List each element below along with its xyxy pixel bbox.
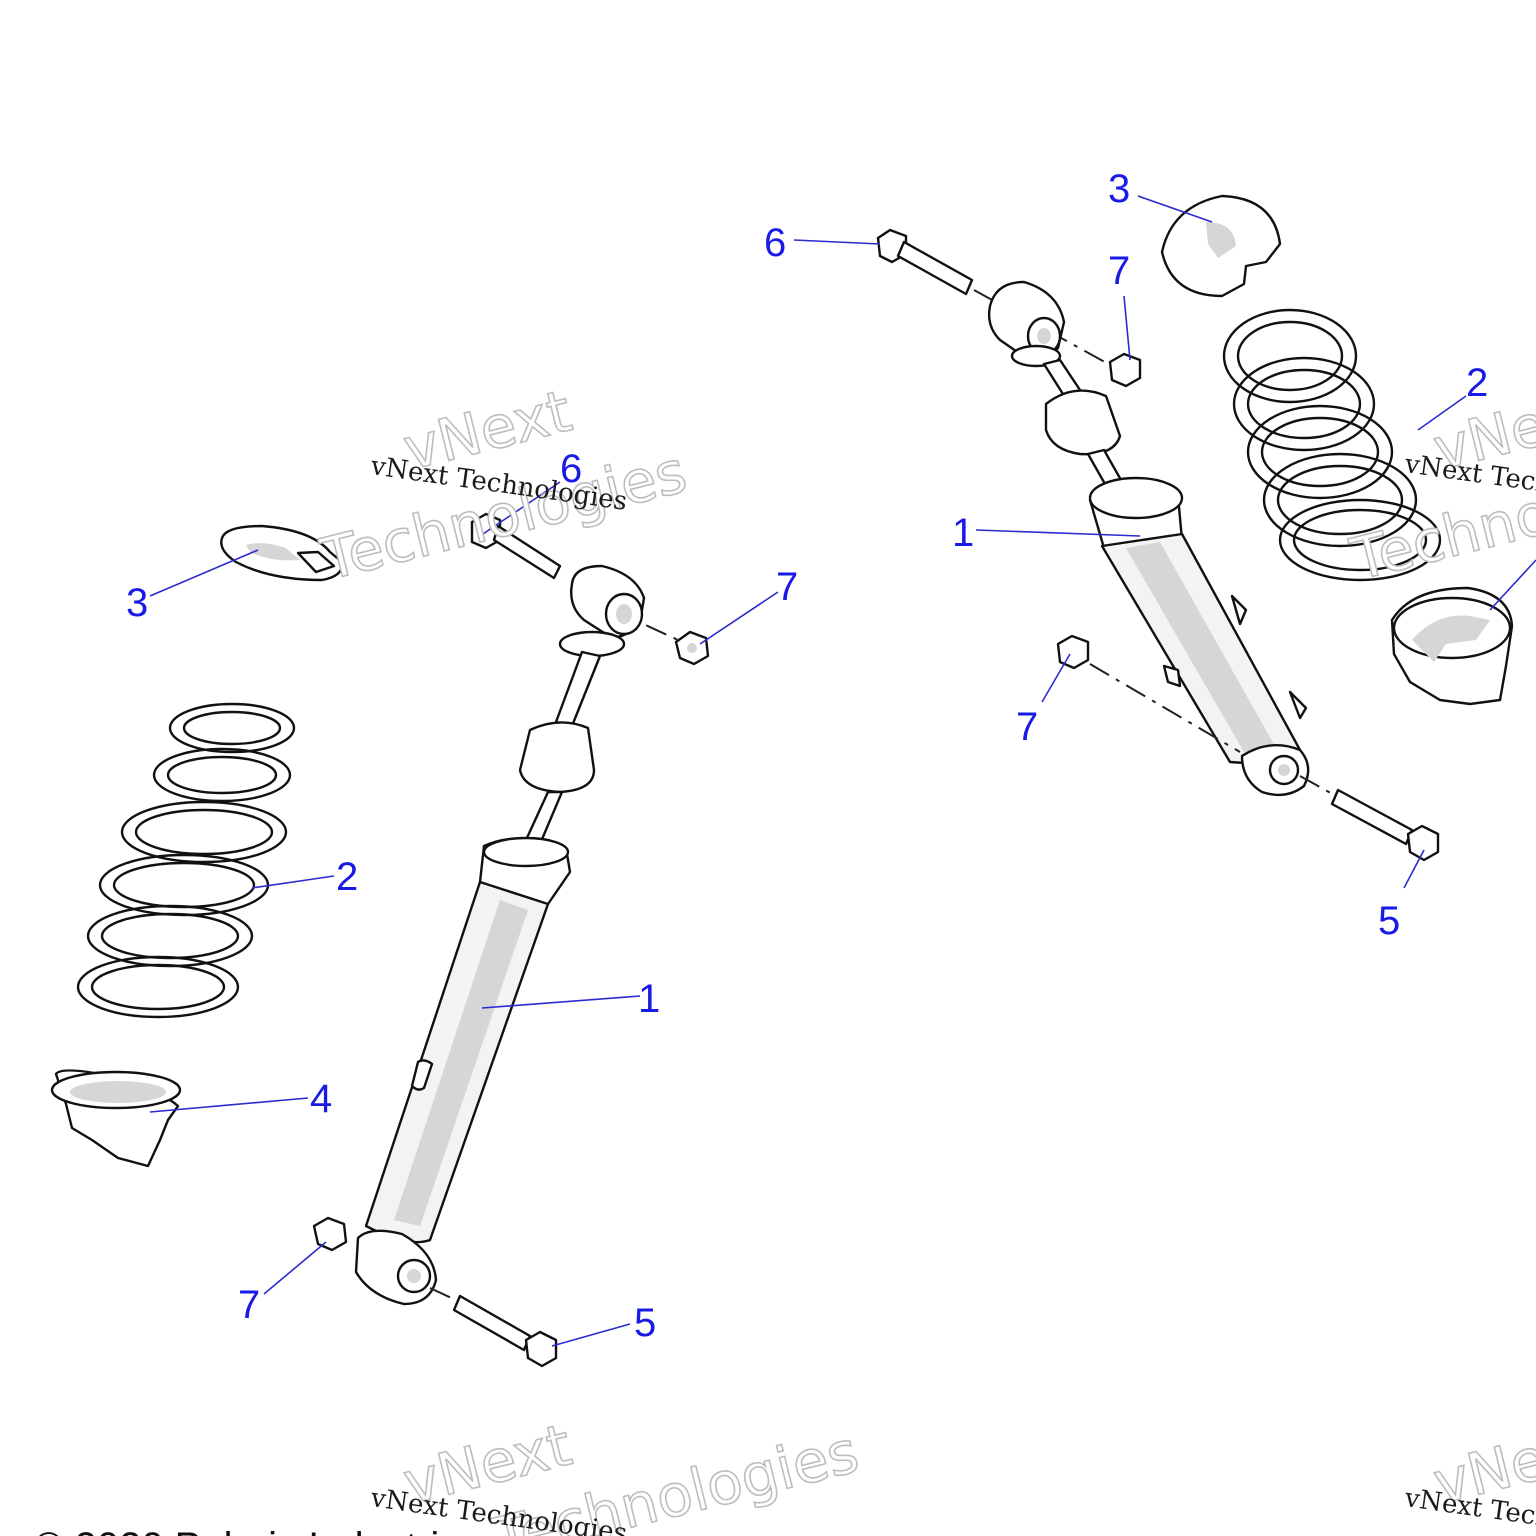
callout-left-3: 3 xyxy=(126,581,148,625)
right-shock-assembly xyxy=(876,194,1514,862)
left-shock-assembly xyxy=(50,512,710,1368)
copyright-text: © 2020 Polaris Industries xyxy=(34,1525,481,1536)
left-shock-absorber xyxy=(354,564,646,1306)
right-lower-spring-seat xyxy=(1390,586,1514,706)
right-spring-retainer xyxy=(1160,194,1282,298)
right-coil-spring xyxy=(1222,308,1442,582)
left-upper-nut xyxy=(674,630,710,666)
leader-lines xyxy=(149,195,1536,1347)
callout-left-4: 4 xyxy=(310,1077,332,1121)
callout-right-5: 5 xyxy=(1378,899,1400,943)
left-spring-retainer xyxy=(220,524,344,582)
left-lower-bolt xyxy=(452,1294,558,1368)
left-lower-spring-seat xyxy=(50,1069,182,1168)
right-shock-absorber xyxy=(987,280,1310,797)
right-lower-bolt xyxy=(1330,788,1440,862)
watermark-bottom: vNext Technologies vNext Technologies vN… xyxy=(368,1410,1536,1536)
callout-right-6: 6 xyxy=(764,221,786,265)
right-upper-nut xyxy=(1108,352,1142,388)
callout-right-2: 2 xyxy=(1466,361,1488,405)
callout-left-1: 1 xyxy=(638,977,660,1021)
callout-left-5: 5 xyxy=(634,1301,656,1345)
callout-labels: 1 2 3 4 5 6 7 7 1 2 3 5 6 7 7 xyxy=(126,167,1488,1345)
callout-right-7-lower: 7 xyxy=(1016,705,1038,749)
callout-right-7-upper: 7 xyxy=(1108,249,1130,293)
callout-right-3: 3 xyxy=(1108,167,1130,211)
callout-left-2: 2 xyxy=(336,855,358,899)
left-coil-spring xyxy=(76,702,296,1019)
callout-left-7-upper: 7 xyxy=(776,565,798,609)
right-upper-bolt xyxy=(876,228,974,296)
callout-right-1: 1 xyxy=(952,511,974,555)
left-lower-nut xyxy=(312,1216,348,1252)
watermark-center: vNext Technologies vNext Technologies xyxy=(313,376,694,595)
right-lower-nut xyxy=(1056,634,1090,670)
callout-left-7-lower: 7 xyxy=(238,1283,260,1327)
callout-left-6: 6 xyxy=(560,447,582,491)
